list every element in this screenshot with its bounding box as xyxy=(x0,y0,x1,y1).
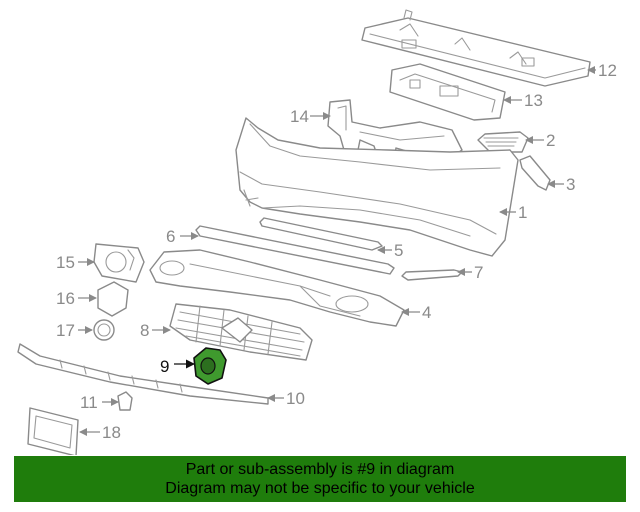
callout-11: 11 xyxy=(80,393,119,412)
callout-18: 18 xyxy=(79,423,121,442)
callout-16: 16 xyxy=(56,289,97,308)
svg-text:1: 1 xyxy=(518,203,527,222)
callout-8: 8 xyxy=(140,321,171,340)
part-4-lower-fascia xyxy=(149,249,405,327)
part-13-absorber xyxy=(389,63,506,121)
svg-text:18: 18 xyxy=(102,423,121,442)
svg-text:3: 3 xyxy=(566,175,575,194)
svg-text:11: 11 xyxy=(80,393,98,412)
callout-10: 10 xyxy=(267,389,305,408)
callout-14: 14 xyxy=(290,107,331,126)
callout-17: 17 xyxy=(56,321,93,340)
callout-3: 3 xyxy=(547,175,575,194)
svg-text:17: 17 xyxy=(56,321,75,340)
callout-12: 12 xyxy=(587,61,617,80)
callout-6: 6 xyxy=(166,227,199,246)
callout-13: 13 xyxy=(503,91,543,110)
part-3-side-clip xyxy=(519,155,551,191)
parts-diagram: 12 13 14 2 3 1 6 5 15 7 16 4 xyxy=(17,9,617,455)
svg-text:12: 12 xyxy=(598,61,617,80)
svg-text:14: 14 xyxy=(290,107,309,126)
callout-1: 1 xyxy=(499,203,527,222)
callout-4: 4 xyxy=(401,303,431,322)
svg-text:6: 6 xyxy=(166,227,175,246)
banner-line-part: Part or sub-assembly is #9 in diagram xyxy=(185,461,455,478)
part-8-grille xyxy=(169,303,313,361)
svg-text:9: 9 xyxy=(160,357,169,376)
svg-text:15: 15 xyxy=(56,253,75,272)
part-7-trim xyxy=(401,269,463,281)
svg-text:13: 13 xyxy=(524,91,543,110)
svg-text:8: 8 xyxy=(140,321,149,340)
info-banner: Part or sub-assembly is #9 in diagram Di… xyxy=(14,456,626,502)
callout-2: 2 xyxy=(525,131,555,150)
banner-line-disclaimer: Diagram may not be specific to your vehi… xyxy=(165,480,475,497)
part-6-molding xyxy=(195,225,395,275)
part-2-side-bracket xyxy=(477,131,529,153)
callout-9: 9 xyxy=(160,357,195,376)
callout-5: 5 xyxy=(377,241,403,260)
part-16-lamp-bezel xyxy=(97,281,129,317)
callout-7: 7 xyxy=(457,263,483,282)
part-18-license-bracket xyxy=(27,407,79,455)
part-1-bumper-fascia xyxy=(235,117,519,257)
svg-text:5: 5 xyxy=(394,241,403,260)
part-17-grommet xyxy=(93,319,115,341)
svg-text:16: 16 xyxy=(56,289,75,308)
svg-text:10: 10 xyxy=(286,389,305,408)
callout-15: 15 xyxy=(56,253,95,272)
part-9-highlighted-bezel xyxy=(193,347,227,385)
part-12-reinforcement-beam xyxy=(361,9,591,87)
part-10-lower-valance xyxy=(17,343,269,405)
part-11-clip xyxy=(117,391,133,411)
svg-text:7: 7 xyxy=(474,263,483,282)
svg-text:2: 2 xyxy=(546,131,555,150)
part-15-lamp-bracket xyxy=(93,243,145,283)
svg-text:4: 4 xyxy=(422,303,431,322)
